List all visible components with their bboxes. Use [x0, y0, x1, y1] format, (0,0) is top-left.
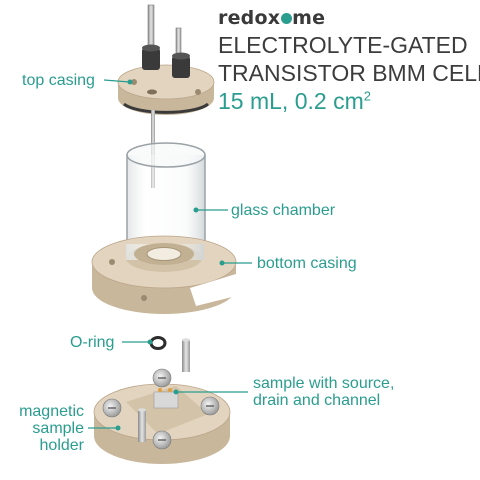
- label-holder-line2: sample: [32, 420, 84, 437]
- spec-superscript: 2: [363, 88, 371, 104]
- label-holder: magnetic sample holder: [4, 403, 84, 454]
- title-line-2: TRANSISTOR BMM CELL: [218, 60, 480, 86]
- o-ring: [149, 336, 167, 350]
- label-o-ring: O-ring: [70, 334, 115, 351]
- sample-holder: [93, 338, 231, 464]
- brand-right: me: [292, 7, 326, 29]
- spec-volume-area: 15 mL, 0.2 cm: [218, 88, 364, 114]
- label-sample: sample with source, drain and channel: [253, 375, 394, 409]
- spec-line: 15 mL, 0.2 cm2: [218, 88, 371, 115]
- bottom-casing: [91, 235, 237, 314]
- label-glass-chamber: glass chamber: [231, 202, 336, 219]
- label-sample-line1: sample with source,: [253, 375, 395, 392]
- top-casing: [117, 4, 215, 188]
- label-holder-line1: magnetic: [19, 403, 84, 420]
- brand-left: redox: [218, 7, 281, 29]
- leader-lines: [88, 79, 252, 431]
- label-holder-line3: holder: [39, 437, 84, 454]
- brand-o-icon: [280, 13, 292, 24]
- label-sample-line2: drain and channel: [253, 392, 381, 409]
- label-bottom-casing: bottom casing: [257, 255, 357, 272]
- title-line-1: ELECTROLYTE-GATED: [218, 32, 468, 58]
- label-top-casing: top casing: [22, 72, 95, 89]
